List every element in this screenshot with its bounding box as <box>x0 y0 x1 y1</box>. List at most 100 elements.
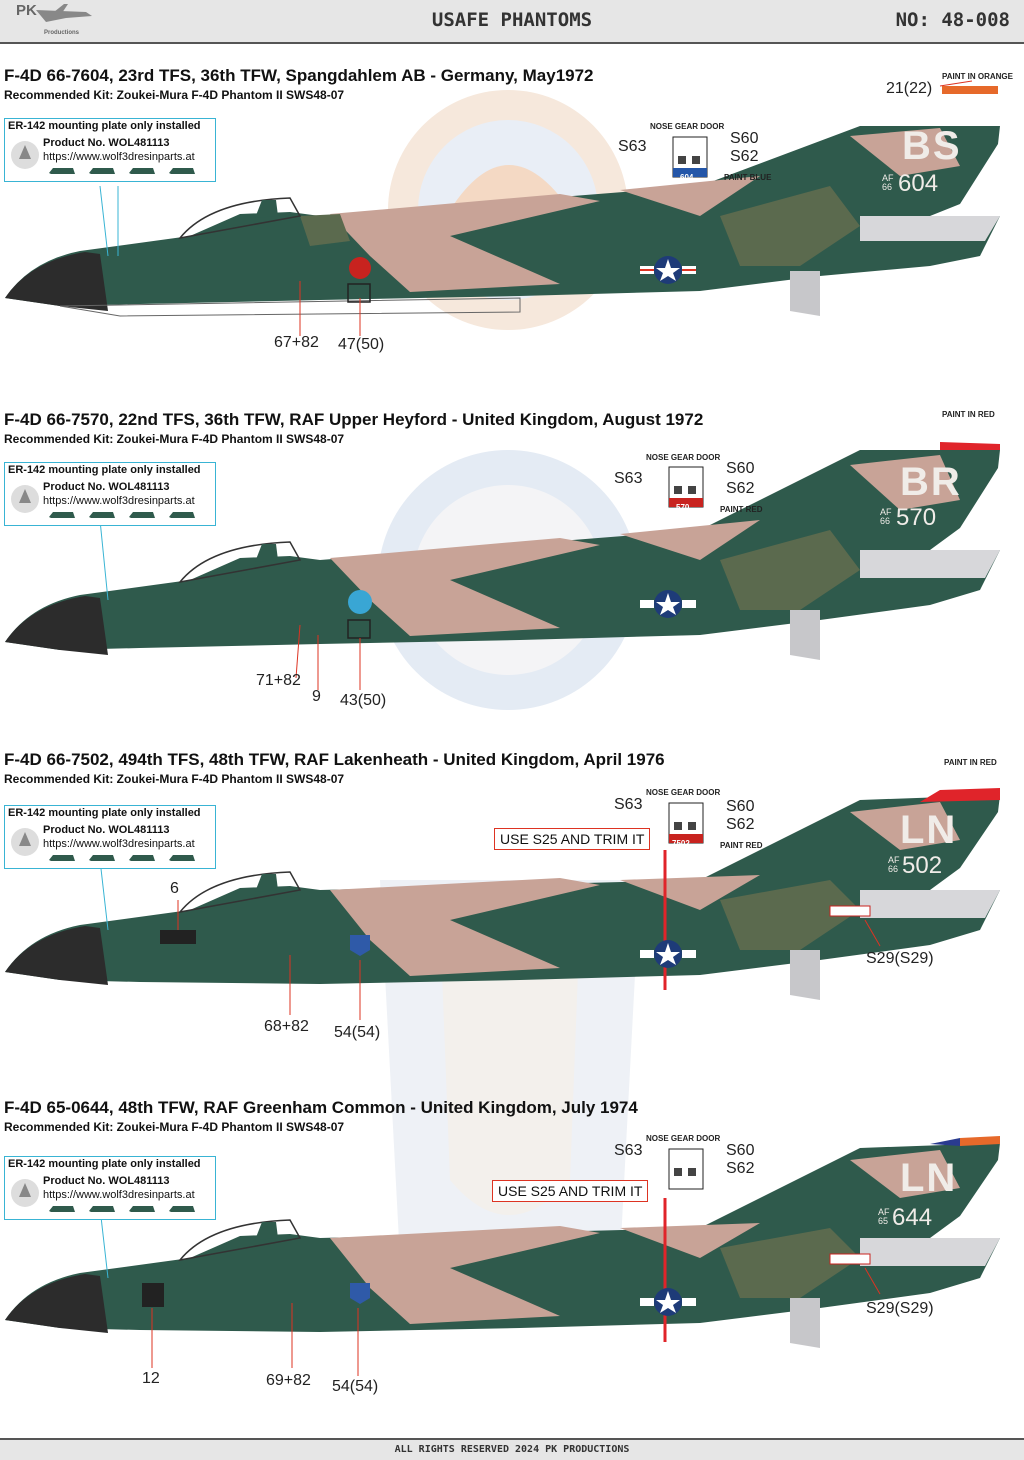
aircraft-profile-icon <box>5 442 1000 690</box>
gear-door-diagram-icon <box>668 1148 704 1190</box>
callout-1: 12 <box>142 1370 160 1387</box>
gear-door-diagram-icon <box>668 466 704 508</box>
tail-serial: 502 <box>902 852 943 879</box>
callout-2: 9 <box>312 688 321 705</box>
tail-decal-label: 21(22) <box>886 80 933 97</box>
callout-2: 69+82 <box>266 1372 311 1389</box>
door-paint-note: PAINT BLUE <box>724 173 772 182</box>
tail-serial: 644 <box>892 1204 933 1231</box>
aircraft-title: F-4D 66-7604, 23rd TFS, 36th TFW, Spangd… <box>4 66 594 85</box>
wolf-logo-icon <box>11 1179 39 1207</box>
nose-gear-door-label: NOSE GEAR DOOR <box>646 1134 721 1143</box>
infobox-title: ER-142 mounting plate only installed <box>8 1158 201 1170</box>
product-url: https://www.wolf3dresinparts.at <box>43 1189 195 1201</box>
header-bar: PK Productions USAFE PHANTOMS NO: 48-008 <box>0 0 1024 44</box>
callout-1: 67+82 <box>274 334 319 351</box>
pylon-silhouette-icon <box>89 168 115 174</box>
pylon-silhouette-icon <box>129 512 155 518</box>
decal-s60: S60 <box>726 1142 755 1159</box>
wolf-logo-icon <box>11 828 39 856</box>
pylon-silhouette-icon <box>169 512 195 518</box>
aircraft-profile-icon <box>5 1136 1000 1376</box>
af-label-top: AF <box>880 507 892 517</box>
logo-subtext: Productions <box>44 30 80 36</box>
infobox-title: ER-142 mounting plate only installed <box>8 464 201 476</box>
pylon-silhouette-icon <box>129 855 155 861</box>
gear-door-diagram-icon <box>672 136 708 178</box>
aircraft-title: F-4D 65-0644, 48th TFW, RAF Greenham Com… <box>4 1098 638 1117</box>
tail-paint-note: PAINT IN ORANGE <box>942 72 1013 81</box>
product-number: Product No. WOL481113 <box>43 1175 170 1187</box>
product-url: https://www.wolf3dresinparts.at <box>43 151 195 163</box>
pylon-silhouette-icon <box>49 855 75 861</box>
pylon-silhouette-icon <box>49 1206 75 1212</box>
decal-s62: S62 <box>730 148 759 165</box>
pylon-silhouette-icon <box>89 855 115 861</box>
pylon-silhouette-icon <box>89 512 115 518</box>
product-url: https://www.wolf3dresinparts.at <box>43 838 195 850</box>
callout-2: 47(50) <box>338 336 385 353</box>
callout-2: 68+82 <box>264 1018 309 1035</box>
callout-3: 54(54) <box>334 1024 381 1041</box>
aircraft-section-3: F-4D 66-7502, 494th TFS, 48th TFW, RAF L… <box>0 750 1024 1090</box>
pylon-silhouette-icon <box>169 1206 195 1212</box>
callout-1: 71+82 <box>256 672 301 689</box>
pylon-silhouette-icon <box>129 168 155 174</box>
af-label-bottom: 66 <box>888 864 899 874</box>
af-label-top: AF <box>882 173 894 183</box>
product-number: Product No. WOL481113 <box>43 137 170 149</box>
tail-code: BS <box>902 124 962 168</box>
tail-code: LN <box>900 808 958 852</box>
trim-note: USE S25 AND TRIM IT <box>494 828 651 850</box>
pylon-silhouette-icon <box>129 1206 155 1212</box>
pylon-silhouette-icon <box>169 168 195 174</box>
recommended-kit: Recommended Kit: Zoukei-Mura F-4D Phanto… <box>4 88 345 102</box>
er142-info-box: ER-142 mounting plate only installed Pro… <box>4 805 216 869</box>
door-number: 7502 <box>672 839 690 848</box>
door-paint-note: PAINT RED <box>720 841 763 850</box>
pylon-silhouette-icon <box>169 855 195 861</box>
product-number: Product No. WOL481113 <box>43 824 170 836</box>
af-label-bottom: 66 <box>882 182 893 192</box>
nose-gear-door-label: NOSE GEAR DOOR <box>646 453 721 462</box>
door-number: 604 <box>680 173 694 182</box>
aircraft-title: F-4D 66-7570, 22nd TFS, 36th TFW, RAF Up… <box>4 410 704 429</box>
recommended-kit: Recommended Kit: Zoukei-Mura F-4D Phanto… <box>4 772 345 786</box>
jet-logo-icon <box>36 4 92 22</box>
pylon-silhouette-icon <box>89 1206 115 1212</box>
decal-s62: S62 <box>726 1160 755 1177</box>
recommended-kit: Recommended Kit: Zoukei-Mura F-4D Phanto… <box>4 1120 345 1134</box>
tail-paint-note: PAINT IN RED <box>942 410 995 419</box>
decal-s63: S63 <box>614 1142 643 1159</box>
product-number: Product No. WOL481113 <box>43 481 170 493</box>
pylon-silhouette-icon <box>49 512 75 518</box>
af-label-top: AF <box>878 1207 890 1217</box>
wolf-logo-icon <box>11 485 39 513</box>
nose-gear-door-label: NOSE GEAR DOOR <box>646 788 721 797</box>
er142-info-box: ER-142 mounting plate only installed Pro… <box>4 1156 216 1220</box>
af-label-top: AF <box>888 855 900 865</box>
decal-s62: S62 <box>726 816 755 833</box>
af-label-bottom: 65 <box>878 1216 889 1226</box>
decal-s62: S62 <box>726 480 755 497</box>
decal-s60: S60 <box>726 798 755 815</box>
tail-paint-note: PAINT IN RED <box>944 758 997 767</box>
recommended-kit: Recommended Kit: Zoukei-Mura F-4D Phanto… <box>4 432 345 446</box>
callout-4: S29(S29) <box>866 1300 934 1317</box>
callout-4: S29(S29) <box>866 950 934 967</box>
decal-s63: S63 <box>618 138 647 155</box>
af-label-bottom: 66 <box>880 516 891 526</box>
aircraft-profile-icon <box>5 80 1000 336</box>
pk-logo: PK Productions <box>6 2 96 40</box>
decal-s60: S60 <box>730 130 759 147</box>
footer-copyright: ALL RIGHTS RESERVED 2024 PK PRODUCTIONS <box>0 1438 1024 1460</box>
logo-text: PK <box>16 2 37 19</box>
callout-1: 6 <box>170 880 179 897</box>
trim-note: USE S25 AND TRIM IT <box>492 1180 649 1202</box>
aircraft-section-1: F-4D 66-7604, 23rd TFS, 36th TFW, Spangd… <box>0 66 1024 406</box>
pylon-silhouette-icon <box>49 168 75 174</box>
door-paint-note: PAINT RED <box>720 505 763 514</box>
sheet-number: NO: 48-008 <box>895 9 1010 31</box>
tail-serial: 570 <box>896 504 937 531</box>
er142-info-box: ER-142 mounting plate only installed Pro… <box>4 118 216 182</box>
